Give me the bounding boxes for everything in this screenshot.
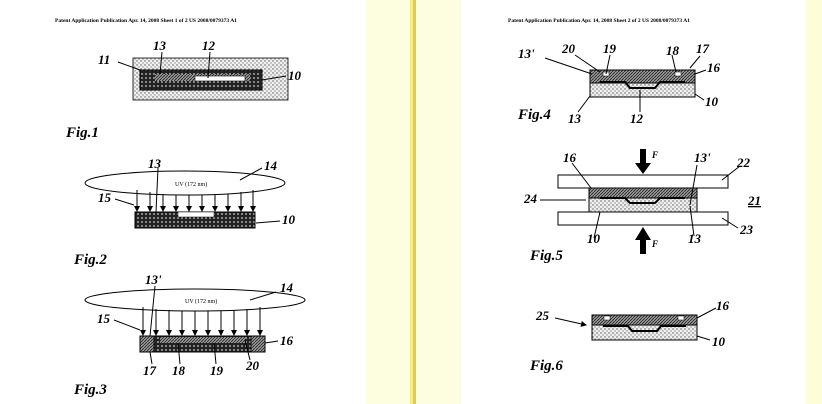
label-21: 21: [747, 193, 761, 208]
figure-4: 13' 20 19 18 17 16 10 13 12 Fig.4: [517, 41, 721, 126]
label-22: 22: [736, 155, 751, 170]
figure-caption: Fig.2: [73, 252, 107, 268]
figure-caption: Fig.3: [73, 382, 107, 398]
label-17: 17: [143, 363, 157, 378]
label-12: 12: [630, 111, 644, 126]
label-13: 13: [688, 231, 702, 246]
uv-label: UV (172 nm): [185, 298, 217, 305]
label-10: 10: [705, 94, 719, 109]
label-15: 15: [98, 190, 112, 205]
label-13-prime: 13': [694, 150, 711, 165]
label-13-prime: 13': [145, 272, 162, 287]
label-16: 16: [707, 60, 721, 75]
label-19: 19: [603, 41, 617, 56]
figure-caption: Fig.4: [517, 107, 551, 123]
label-18: 18: [172, 363, 186, 378]
sheet1-header: Patent Application Publication Apr. 14, …: [55, 18, 237, 24]
label-12: 12: [202, 38, 216, 53]
label-13: 13: [153, 38, 167, 53]
label-20: 20: [245, 358, 260, 373]
label-10: 10: [587, 231, 601, 246]
figure-caption: Fig.5: [529, 248, 563, 264]
label-13-prime: 13': [518, 46, 535, 61]
label-15: 15: [97, 311, 111, 326]
label-16: 16: [280, 333, 294, 348]
uv-label: UV (172 nm): [175, 181, 207, 188]
label-10: 10: [282, 212, 296, 227]
figure-5: 16 13' 22 24 21 10 13 23 F F Fig.5: [523, 149, 761, 264]
figure-caption: Fig.6: [529, 358, 563, 374]
label-23: 23: [739, 222, 754, 237]
figure-2: UV (172 nm) 13 14 15 10 Fig.2: [73, 156, 296, 268]
label-14: 14: [280, 280, 294, 295]
force-label-bottom: F: [651, 239, 658, 249]
label-13: 13: [568, 111, 582, 126]
force-label-top: F: [651, 150, 658, 160]
figure-caption: Fig.1: [65, 125, 99, 141]
label-25: 25: [535, 308, 550, 323]
label-16: 16: [716, 298, 730, 313]
label-10: 10: [712, 334, 726, 349]
label-24: 24: [523, 191, 538, 206]
figure-1: 11 13 12 10 Fig.1: [65, 38, 302, 141]
label-13: 13: [148, 156, 162, 171]
label-10: 10: [288, 68, 302, 83]
label-16: 16: [563, 150, 577, 165]
figure-3: UV (172 nm) 13' 14 15 16 17 18 19 20 Fig…: [73, 272, 305, 398]
label-14: 14: [264, 158, 278, 173]
label-17: 17: [696, 41, 710, 56]
label-18: 18: [666, 43, 680, 58]
label-19: 19: [210, 363, 224, 378]
sheet2-header: Patent Application Publication Apr. 14, …: [508, 18, 690, 24]
label-11: 11: [98, 52, 110, 67]
figure-6: 25 16 10 Fig.6: [529, 298, 730, 374]
label-20: 20: [561, 41, 576, 56]
